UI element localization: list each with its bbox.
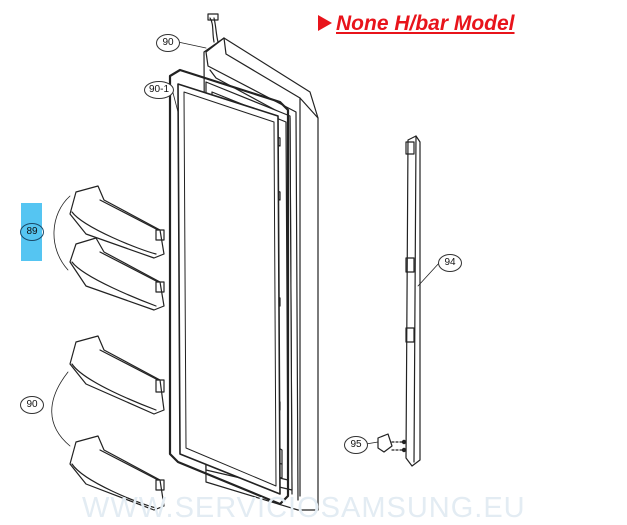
callout-gasket: 90-1 bbox=[144, 81, 174, 99]
door-gasket bbox=[168, 68, 290, 506]
guard-group-bracket-lower bbox=[51, 371, 71, 447]
handle-cap bbox=[377, 433, 407, 453]
callout-guard-lower: 90 bbox=[20, 396, 44, 414]
door-guard-2 bbox=[69, 237, 165, 311]
door-guard-1 bbox=[69, 185, 165, 259]
door-guard-3 bbox=[69, 335, 165, 415]
handle-bar bbox=[405, 135, 421, 467]
leader-handle-bar bbox=[417, 261, 441, 287]
leader-cap bbox=[365, 441, 379, 445]
model-title-text: None H/bar Model bbox=[336, 12, 515, 35]
callout-door-assy: 90 bbox=[156, 34, 180, 52]
callout-guard-group: 89 bbox=[20, 223, 44, 241]
play-triangle-icon bbox=[318, 15, 332, 31]
leader-door bbox=[177, 41, 207, 49]
guard-group-tab: 89 bbox=[20, 203, 44, 261]
watermark-text: WWW.SERVICIOSAMSUNG.EU bbox=[82, 492, 526, 524]
callout-handle-bar: 94 bbox=[438, 254, 462, 272]
model-title: None H/bar Model bbox=[318, 12, 515, 36]
callout-cap: 95 bbox=[344, 436, 368, 454]
guard-group-bracket-upper bbox=[53, 195, 71, 271]
door-guard-4 bbox=[69, 435, 165, 511]
door-wire-connector bbox=[207, 13, 219, 43]
